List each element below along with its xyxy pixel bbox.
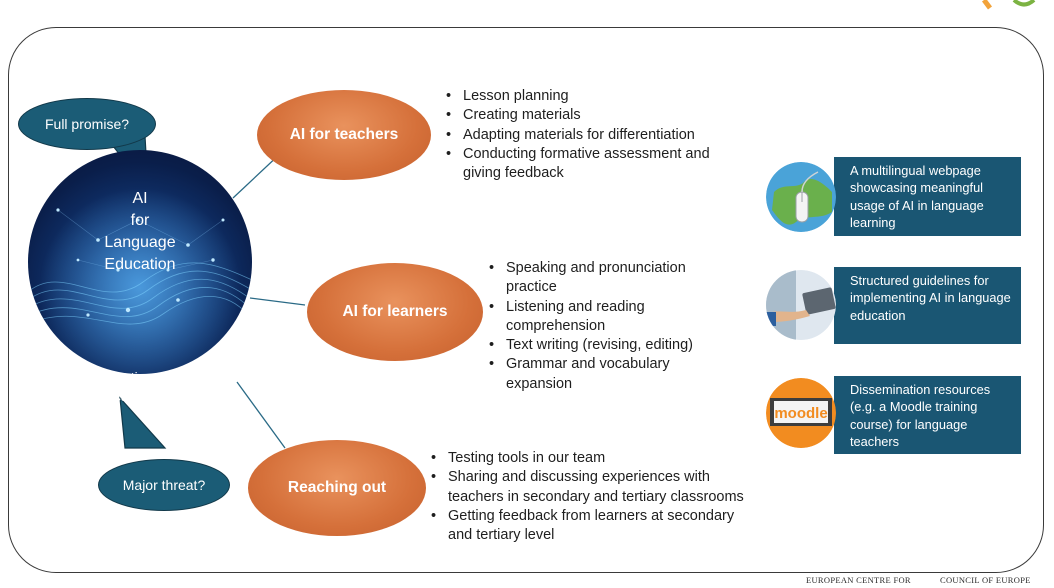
major-threat-text: Major threat? [122,477,206,493]
ai-for-teachers-label: AI for teachers [289,126,399,143]
moodle-icon: moodle [766,378,836,448]
list-item: Lesson planning [446,87,736,107]
list-item: Adapting materials for differentiation [446,126,736,146]
ai-for-teachers-oval: AI for teachers [257,90,431,180]
teachers-list: Lesson planning Creating materials Adapt… [446,87,736,183]
footer-left: EUROPEAN CENTRE FOR [806,575,911,585]
list-item: Getting feedback from learners at second… [431,507,761,546]
centre-subtitle-line: effective and [101,370,179,385]
ai-for-learners-label: AI for learners [342,303,448,320]
resource-guidelines: Structured guidelines for implementing A… [834,267,1021,344]
full-promise-text: Full promise? [44,116,130,132]
resource-webpage: A multilingual webpage showcasing meanin… [834,157,1021,236]
list-item: Creating materials [446,106,736,126]
footer-left-text: EUROPEAN CENTRE FOR [806,575,911,585]
top-decoration [982,0,1036,10]
rounded-frame [8,27,1044,573]
central-globe: AI for Language Education [28,150,252,374]
resource-text: Dissemination resources (e.g. a Moodle t… [850,382,991,450]
centre-title-line: AI [132,190,148,207]
learners-list: Speaking and pronunciation practice List… [489,259,724,394]
centre-title-line: Language [104,234,176,251]
outreach-list: Testing tools in our team Sharing and di… [431,449,761,545]
tablet-hand-icon [766,270,836,340]
network-waves-graphic [28,150,252,374]
list-item: Testing tools in our team [431,449,761,469]
reaching-out-oval: Reaching out [248,440,426,536]
list-item: Conducting formative assessment and givi… [446,145,736,184]
moodle-logo-text: moodle [774,405,827,422]
list-item: Speaking and pronunciation practice [489,259,724,298]
list-item: Sharing and discussing experiences with … [431,468,761,507]
reaching-out-label: Reaching out [287,479,387,496]
ai-for-learners-oval: AI for learners [307,263,483,361]
resource-text: Structured guidelines for implementing A… [850,273,1011,323]
footer-right-text: COUNCIL OF EUROPE [940,575,1031,585]
centre-title-line: for [130,212,150,229]
full-promise-bubble: Full promise? [18,98,156,150]
list-item: Grammar and vocabulary expansion [489,355,724,394]
resource-dissemination: Dissemination resources (e.g. a Moodle t… [834,376,1021,454]
list-item: Listening and reading comprehension [489,298,724,337]
centre-title: AI for Language Education [28,188,252,276]
major-threat-bubble: Major threat? [98,459,230,511]
footer-right: COUNCIL OF EUROPE [940,575,1031,585]
globe-mouse-icon [766,162,836,232]
list-item: Text writing (revising, editing) [489,336,724,356]
resource-text: A multilingual webpage showcasing meanin… [850,163,984,231]
centre-subtitle-line: ethical use of AI [92,389,188,404]
centre-title-line: Education [104,256,176,273]
centre-subtitle: effective and ethical use of AI [28,368,252,406]
